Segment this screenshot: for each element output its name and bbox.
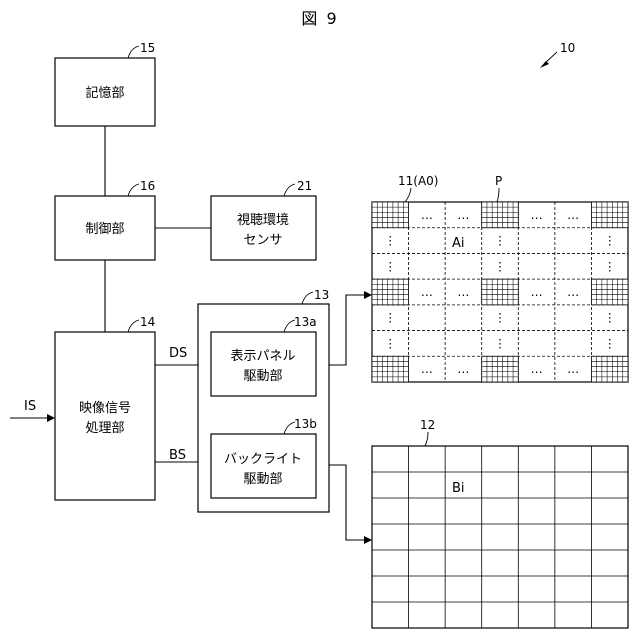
display-panel: … … … … ⋮ ⋮ ⋮ ⋮ ⋮ ⋮ … … … … ⋮ ⋮ ⋮ ⋮ ⋮ ⋮ … … … …	[372, 202, 628, 382]
ellipsis-vertical: ⋮	[384, 311, 396, 325]
driver-group-ref: 13	[302, 288, 329, 304]
backlight-driver-block: バックライト 駆動部	[211, 434, 316, 498]
svg-text:14: 14	[140, 315, 155, 329]
ellipsis-vertical: ⋮	[384, 234, 396, 248]
svg-text:11(A0): 11(A0)	[398, 174, 438, 188]
svg-text:15: 15	[140, 41, 155, 55]
svg-text:13b: 13b	[294, 417, 317, 431]
sensor-label-line1: 視聴環境	[237, 213, 289, 228]
ellipsis-horizontal: …	[457, 362, 469, 376]
ellipsis-vertical: ⋮	[494, 259, 506, 273]
video-label-line2: 処理部	[85, 421, 124, 436]
ellipsis-vertical: ⋮	[604, 311, 616, 325]
backlight-unit	[372, 446, 628, 628]
svg-text:12: 12	[420, 418, 435, 432]
svg-text:P: P	[495, 174, 502, 188]
ellipsis-vertical: ⋮	[384, 259, 396, 273]
pixel-block	[372, 356, 409, 382]
pixel-ref: P	[495, 174, 502, 202]
ellipsis-horizontal: …	[421, 285, 433, 299]
figure-title: 図 9	[301, 9, 338, 28]
pixel-block	[372, 202, 409, 228]
ellipsis-horizontal: …	[531, 362, 543, 376]
pixel-block	[482, 202, 519, 228]
backlight-area-label: Bi	[452, 481, 465, 496]
backlight-driver-label-line1: バックライト	[224, 452, 302, 467]
signal-is-label: IS	[24, 399, 36, 414]
pixel-block	[591, 202, 628, 228]
control-label: 制御部	[85, 222, 124, 237]
ellipsis-horizontal: …	[421, 362, 433, 376]
figure-ref-10: 10	[540, 41, 575, 68]
ellipsis-horizontal: …	[531, 285, 543, 299]
ellipsis-horizontal: …	[457, 208, 469, 222]
sensor-ref: 21	[284, 179, 312, 196]
ellipsis-horizontal: …	[567, 285, 579, 299]
memory-block: 記憶部	[55, 58, 155, 126]
pixel-block	[482, 279, 519, 305]
memory-label: 記憶部	[85, 85, 124, 101]
ellipsis-horizontal: …	[421, 208, 433, 222]
pixel-block	[372, 279, 409, 305]
video-ref: 14	[128, 315, 155, 332]
sensor-label-line2: センサ	[243, 233, 282, 248]
ellipsis-vertical: ⋮	[494, 336, 506, 350]
ellipsis-horizontal: …	[567, 362, 579, 376]
ellipsis-vertical: ⋮	[604, 234, 616, 248]
ellipsis-vertical: ⋮	[384, 336, 396, 350]
video-label-line1: 映像信号	[79, 401, 131, 416]
panel-driver-block: 表示パネル 駆動部	[211, 332, 316, 396]
svg-text:21: 21	[297, 179, 312, 193]
backlight-driver-label-line2: 駆動部	[243, 472, 282, 487]
signal-bs-label: BS	[169, 448, 186, 463]
control-ref: 16	[128, 179, 155, 196]
ellipsis-vertical: ⋮	[494, 311, 506, 325]
ellipsis-vertical: ⋮	[604, 259, 616, 273]
panel-ref: 11(A0)	[398, 174, 438, 202]
pixel-block	[591, 279, 628, 305]
svg-text:13a: 13a	[294, 315, 317, 329]
pixel-block	[591, 356, 628, 382]
backlight-ref: 12	[420, 418, 435, 446]
memory-ref: 15	[128, 41, 155, 58]
ellipsis-horizontal: …	[457, 285, 469, 299]
sensor-block: 視聴環境 センサ	[211, 196, 316, 260]
svg-text:16: 16	[140, 179, 155, 193]
svg-text:10: 10	[560, 41, 575, 55]
ellipsis-vertical: ⋮	[604, 336, 616, 350]
control-block: 制御部	[55, 196, 155, 260]
video-processor-block: 映像信号 処理部	[55, 332, 155, 500]
panel-driver-label-line2: 駆動部	[243, 369, 282, 384]
wire-input-is	[10, 414, 55, 422]
ellipsis-horizontal: …	[531, 208, 543, 222]
backlight-outline	[372, 446, 628, 628]
panel-driver-label-line1: 表示パネル	[230, 349, 295, 364]
pixel-block	[482, 356, 519, 382]
panel-area-label: Ai	[452, 236, 465, 251]
ellipsis-horizontal: …	[567, 208, 579, 222]
svg-text:13: 13	[314, 288, 329, 302]
signal-ds-label: DS	[169, 346, 187, 361]
ellipsis-vertical: ⋮	[494, 234, 506, 248]
